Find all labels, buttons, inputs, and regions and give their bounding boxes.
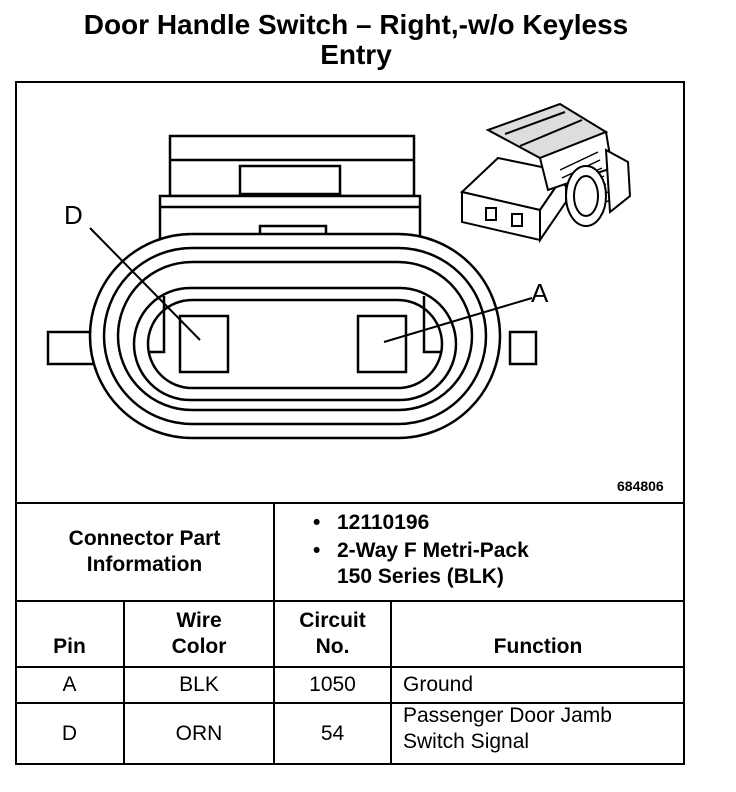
header-wire-color-line-1: Wire <box>176 609 222 632</box>
pin-a-label: A <box>531 278 549 308</box>
row-d-pin: D <box>61 722 78 745</box>
row-d-circuit: 54 <box>320 722 345 745</box>
terminal-cavities <box>148 296 442 374</box>
connector-3d-view <box>459 102 632 244</box>
connector-type-line-2: 150 Series (BLK) <box>337 565 504 588</box>
row-d-function-line-1: Passenger Door Jamb <box>403 704 612 727</box>
header-wire-color-line-2: Color <box>171 635 227 658</box>
row-a-circuit: 1050 <box>309 673 356 696</box>
connector-info-list: • 12110196 • 2-Way F Metri-Pack 150 Seri… <box>313 510 529 592</box>
header-wire-color: Wire Color <box>124 601 274 667</box>
title-line-1: Door Handle Switch – Right,-w/o Keyless <box>83 9 629 40</box>
header-circuit-no: Circuit No. <box>274 601 391 667</box>
connector-info-item: • 2-Way F Metri-Pack 150 Series (BLK) <box>313 538 529 590</box>
cavity-d <box>178 314 230 374</box>
header-pin: Pin <box>53 635 86 658</box>
row-d-wire-color: ORN <box>175 722 223 745</box>
row-d-function: Passenger Door Jamb Switch Signal <box>391 703 685 765</box>
leader-line-a <box>383 297 533 343</box>
connector-info-label: Connector Part Information <box>15 503 274 601</box>
bullet: • <box>313 539 321 562</box>
bullet: • <box>313 511 321 534</box>
row-a-function: Ground <box>403 673 474 696</box>
row-a-wire-color: BLK <box>179 673 219 696</box>
image-number: 684806 <box>617 478 664 494</box>
diagram-title: Door Handle Switch – Right,-w/o Keyless … <box>0 10 712 70</box>
row-a-pin: A <box>62 673 77 696</box>
connector-oval-body <box>88 232 502 440</box>
header-circuit-line-1: Circuit <box>299 609 366 632</box>
connector-type-line-1: 2-Way F Metri-Pack <box>337 539 529 562</box>
header-circuit-line-2: No. <box>315 635 350 658</box>
header-function: Function <box>493 635 583 658</box>
leader-line-d <box>89 227 201 341</box>
part-number: 12110196 <box>337 511 430 534</box>
diagram-frame <box>15 81 685 765</box>
right-latch-tab <box>508 330 538 366</box>
connector-info-item: • 12110196 <box>313 510 529 536</box>
connector-info-label-line-2: Information <box>86 553 203 576</box>
connector-info-label-line-1: Connector Part <box>68 527 221 550</box>
pin-d-label: D <box>64 200 83 230</box>
title-line-2: Entry <box>320 39 392 70</box>
row-d-function-line-2: Switch Signal <box>403 730 530 753</box>
cavity-a <box>356 314 408 374</box>
